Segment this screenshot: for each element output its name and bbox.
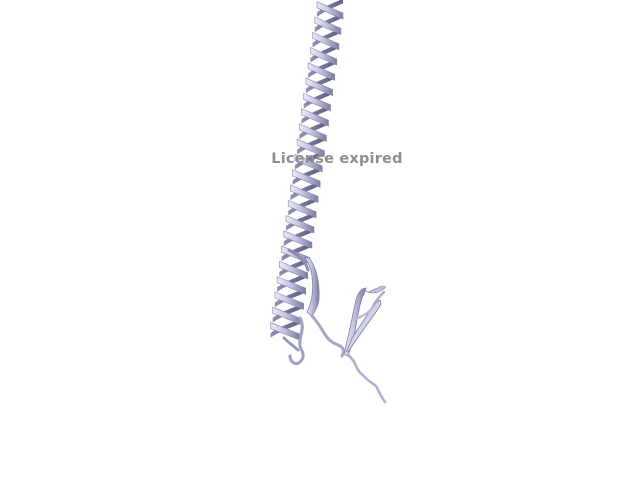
helix-turn <box>283 230 313 249</box>
coil-loops <box>282 248 387 404</box>
helix-turn <box>312 31 340 51</box>
helix-turn <box>314 16 342 35</box>
helix-turn <box>303 92 331 112</box>
helix-turn <box>307 62 336 81</box>
helix-turn <box>276 276 307 295</box>
beta-strand-left <box>304 257 320 317</box>
beta-sheet <box>343 285 386 357</box>
helix-turn <box>279 260 309 280</box>
helix-turn <box>285 215 315 234</box>
alpha-helix <box>270 1 344 341</box>
helix-turn <box>292 169 321 188</box>
helix-turn <box>290 184 319 203</box>
alpha-helix-back <box>270 0 343 338</box>
license-expired-watermark: License expired <box>271 151 403 167</box>
helix-turn <box>301 108 329 127</box>
helix-turn <box>310 47 338 66</box>
helix-turn <box>296 138 325 158</box>
helix-turn <box>274 291 304 310</box>
helix-turn <box>294 153 323 173</box>
helix-turn <box>305 77 333 97</box>
helix-turn <box>287 199 317 219</box>
helix-turn <box>316 1 344 20</box>
helix-turn <box>298 123 327 142</box>
